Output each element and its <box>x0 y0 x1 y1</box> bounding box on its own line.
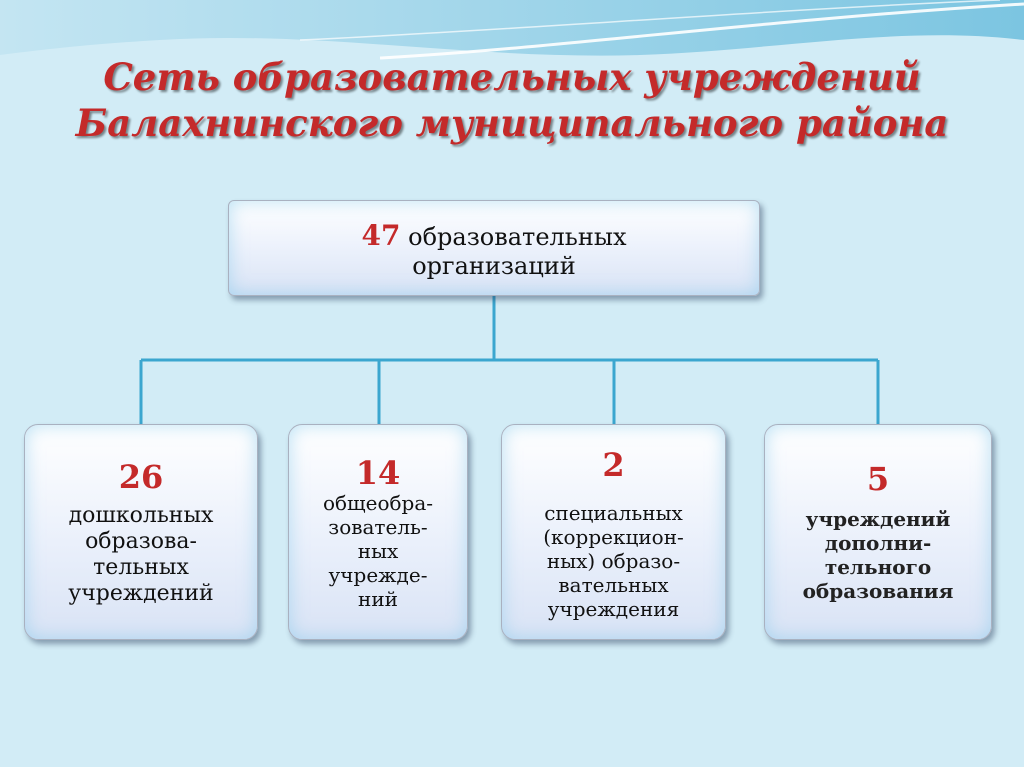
title-line-1: Сеть образовательных учреждений <box>103 55 921 99</box>
root-count: 47 <box>361 219 401 252</box>
node-label: учреждений дополни- тельного образования <box>802 507 954 603</box>
title-line-2: Балахнинского муниципального района <box>75 101 949 145</box>
node-count: 2 <box>602 446 625 484</box>
node-additional-education: 5 учреждений дополни- тельного образован… <box>764 424 992 640</box>
root-node: 47 образовательных организаций <box>228 200 760 296</box>
node-label: специальных (коррекцион- ных) образо- ва… <box>543 501 684 621</box>
node-general-education: 14 общеобра- зователь- ных учрежде- ний <box>288 424 468 640</box>
node-count: 14 <box>355 454 401 492</box>
node-label: общеобра- зователь- ных учрежде- ний <box>322 491 434 611</box>
node-preschool: 26 дошкольных образова- тельных учрежден… <box>24 424 258 640</box>
node-special-correctional: 2 специальных (коррекцион- ных) образо- … <box>501 424 726 640</box>
slide-title: Сеть образовательных учреждений Балахнин… <box>20 54 1004 146</box>
node-count: 5 <box>866 460 890 498</box>
node-label: дошкольных образова- тельных учреждений <box>68 503 214 606</box>
node-count: 26 <box>118 458 164 496</box>
root-label-line-2: организаций <box>412 252 576 280</box>
root-label-line-1: образовательных <box>408 223 627 251</box>
